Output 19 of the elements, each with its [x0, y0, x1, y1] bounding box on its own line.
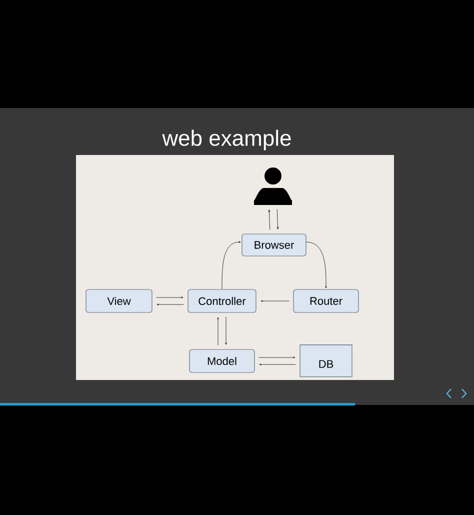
arrow	[156, 304, 184, 306]
process-box: Model	[189, 349, 255, 373]
arrow	[222, 241, 241, 290]
arrow	[268, 210, 270, 230]
arrow	[225, 316, 227, 345]
slide-title: web example	[162, 130, 291, 150]
arrow	[258, 356, 296, 358]
arrow	[217, 317, 219, 346]
arrow	[276, 208, 279, 230]
process-box: Router	[293, 289, 359, 313]
process-box: View	[86, 289, 152, 313]
arrow	[260, 300, 290, 302]
arrow	[259, 364, 296, 366]
process-box: Controller	[188, 289, 256, 313]
arrow	[306, 242, 327, 288]
process-box: Browser	[242, 234, 306, 256]
database-cylinder: DB	[300, 344, 352, 378]
arrow	[156, 296, 184, 298]
person-icon	[254, 168, 292, 205]
